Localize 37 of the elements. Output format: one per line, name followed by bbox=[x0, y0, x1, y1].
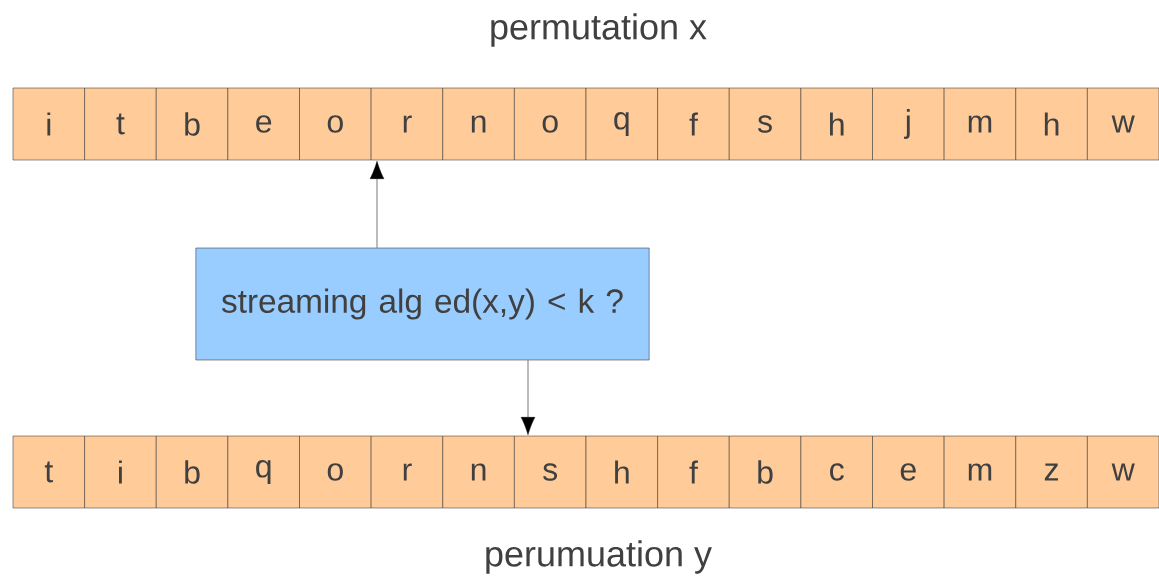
letter-cell: s bbox=[514, 435, 587, 509]
letter-cell: f bbox=[657, 435, 730, 509]
letter-cell: w bbox=[1087, 435, 1159, 509]
letter-cell: b bbox=[729, 435, 802, 509]
letter-cell: f bbox=[657, 87, 730, 161]
letter-cell: h bbox=[585, 435, 658, 509]
letter-cell: o bbox=[299, 435, 372, 509]
letter-cell: b bbox=[156, 87, 229, 161]
process-box: streaming alg ed(x,y) < k ? bbox=[195, 247, 650, 361]
letter-cell: q bbox=[227, 435, 300, 509]
letter-cell: b bbox=[156, 435, 229, 509]
letter-cell: w bbox=[1087, 87, 1159, 161]
row-title: permutation x bbox=[491, 13, 707, 47]
letter-cell: n bbox=[442, 87, 515, 161]
letter-cell: q bbox=[585, 87, 658, 161]
letter-cell: h bbox=[1015, 87, 1088, 161]
letter-cell: j bbox=[872, 87, 945, 161]
letter-cell: m bbox=[943, 87, 1017, 161]
arrow bbox=[520, 360, 536, 435]
letter-cell: e bbox=[872, 435, 945, 509]
row-title: perumuation y bbox=[486, 540, 712, 574]
letter-cell: c bbox=[800, 435, 873, 509]
letter-cell: t bbox=[84, 87, 157, 161]
letter-cell: e bbox=[227, 87, 300, 161]
letter-cell: o bbox=[299, 87, 372, 161]
letter-cell: h bbox=[800, 87, 873, 161]
letter-cell: m bbox=[943, 435, 1017, 509]
letter-cell: o bbox=[514, 87, 587, 161]
letter-cell: r bbox=[370, 435, 444, 509]
letter-cell: z bbox=[1015, 435, 1088, 509]
letter-cell: t bbox=[12, 435, 85, 509]
letter-cell: r bbox=[370, 87, 444, 161]
letter-cell: i bbox=[12, 87, 85, 161]
letter-cell: n bbox=[442, 435, 515, 509]
letter-cell: s bbox=[729, 87, 802, 161]
letter-cell: i bbox=[84, 435, 157, 509]
arrow bbox=[369, 161, 385, 248]
